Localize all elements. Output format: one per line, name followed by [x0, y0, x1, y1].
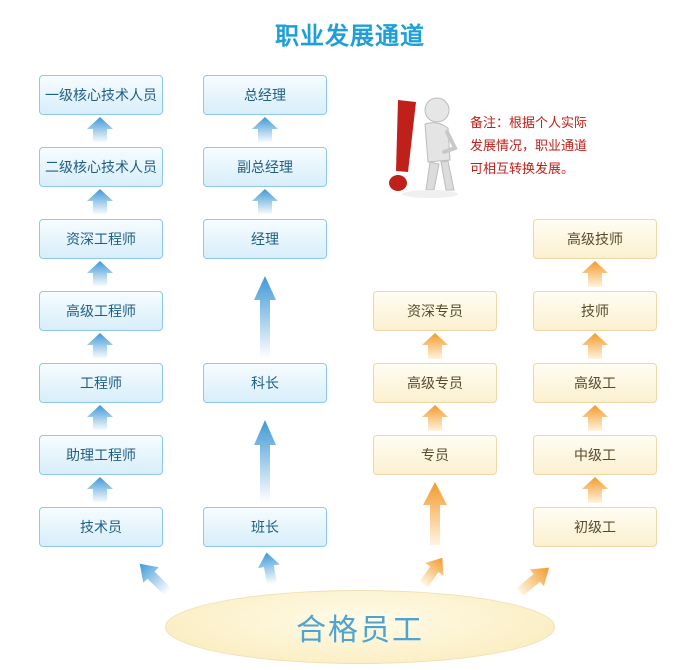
box-skill-senior-technician: 高级技师	[533, 219, 657, 259]
note-line: 发展情况，职业通道	[470, 139, 588, 154]
arrow-to-specialist	[419, 557, 444, 587]
arrow-up	[422, 405, 448, 431]
box-mgmt-manager: 经理	[203, 219, 327, 259]
box-skill-senior-worker: 高级工	[533, 363, 657, 403]
box-tech-senior-engineer: 资深工程师	[39, 219, 163, 259]
box-mgmt-section-chief: 科长	[203, 363, 327, 403]
arrow-up-long	[423, 482, 447, 545]
base-label: 合格员工	[296, 613, 424, 648]
box-tech-technician: 技术员	[39, 507, 163, 547]
arrow-up	[422, 333, 448, 359]
box-tech-level1-core: 一级核心技术人员	[39, 75, 163, 115]
qualified-employee-base: 合格员工	[165, 590, 555, 664]
box-spec-senior: 资深专员	[373, 291, 497, 331]
note-text: 备注：根据个人实际 发展情况，职业通道 可相互转换发展。	[470, 112, 640, 181]
arrow-up	[582, 333, 608, 359]
box-tech-level2-core: 二级核心技术人员	[39, 147, 163, 187]
box-mgmt-team-leader: 班长	[203, 507, 327, 547]
arrow-up	[87, 189, 113, 215]
arrow-up	[582, 405, 608, 431]
box-spec-specialist: 专员	[373, 435, 497, 475]
box-mgmt-general-manager: 总经理	[203, 75, 327, 115]
arrow-up	[87, 333, 113, 359]
arrow-to-skilled	[516, 567, 550, 596]
arrow-up	[582, 477, 608, 503]
arrow-up	[252, 117, 278, 143]
exclamation-figure-icon	[389, 97, 458, 198]
note-line: 备注：根据个人实际	[470, 116, 588, 131]
arrow-up-long	[254, 420, 276, 502]
page-title: 职业发展通道	[275, 22, 425, 50]
box-skill-junior-worker: 初级工	[533, 507, 657, 547]
arrow-up	[87, 477, 113, 503]
box-skill-technician: 技师	[533, 291, 657, 331]
box-tech-advanced-engineer: 高级工程师	[39, 291, 163, 331]
arrow-up	[252, 189, 278, 215]
arrow-to-management	[258, 552, 280, 585]
arrow-up-long	[254, 276, 276, 358]
arrow-up	[87, 261, 113, 287]
arrow-up	[87, 405, 113, 431]
box-skill-intermediate-worker: 中级工	[533, 435, 657, 475]
box-spec-advanced: 高级专员	[373, 363, 497, 403]
box-tech-assistant-engineer: 助理工程师	[39, 435, 163, 475]
note-line: 可相互转换发展。	[470, 162, 575, 177]
box-tech-engineer: 工程师	[39, 363, 163, 403]
arrow-up	[87, 117, 113, 143]
box-mgmt-deputy-gm: 副总经理	[203, 147, 327, 187]
arrow-up	[582, 261, 608, 287]
arrow-to-tech	[139, 563, 172, 596]
